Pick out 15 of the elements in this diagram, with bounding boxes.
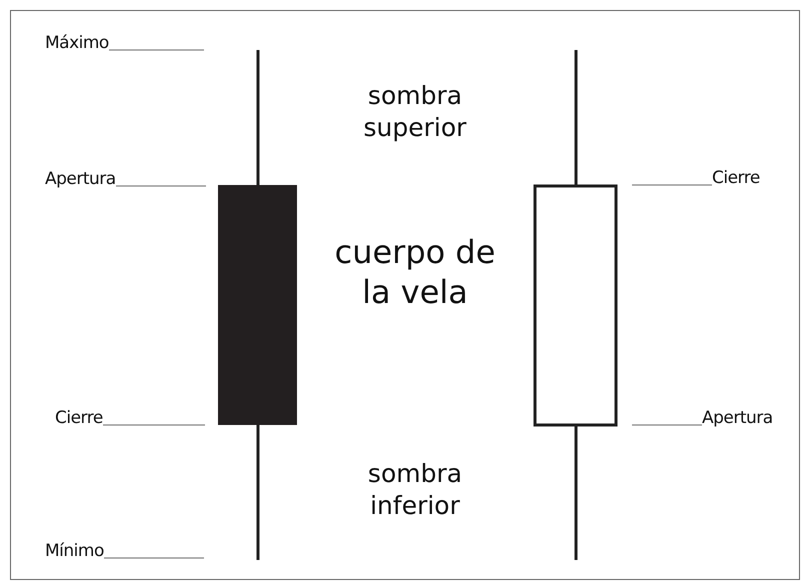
leader-line [103,424,205,426]
leader-line [632,184,712,186]
level-label: Cierre [712,168,760,188]
leader-line [109,49,204,51]
part-label: sombra inferior [366,458,464,522]
level-label: Cierre [55,408,103,428]
part-label: sombra superior [362,80,468,144]
level-label: Apertura [45,169,116,189]
leader-line [104,557,204,559]
level-label: Mínimo [45,541,104,561]
level-label: Máximo [45,33,109,53]
part-label: cuerpo de la vela [334,232,496,312]
level-label: Apertura [702,408,773,428]
leader-line [116,185,206,187]
leader-line [632,424,702,426]
